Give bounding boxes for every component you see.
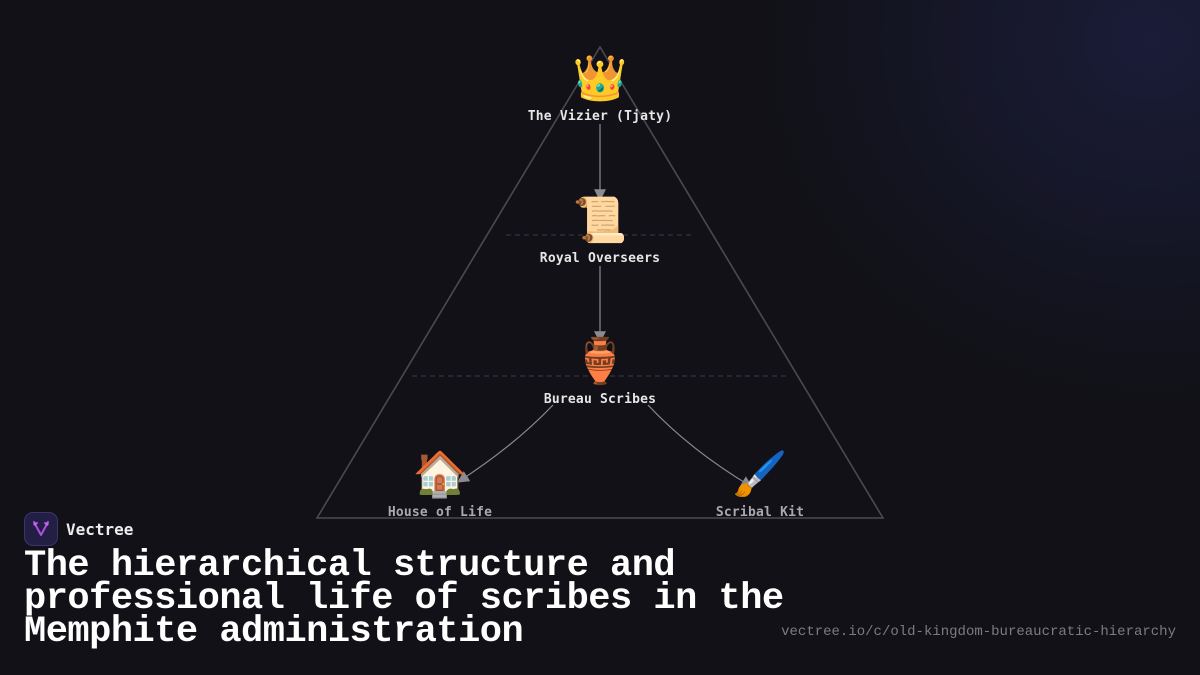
node-vizier[interactable]: 👑 The Vizier (Tjaty) — [527, 53, 673, 125]
scroll-icon: 📜 — [572, 195, 628, 246]
node-house-of-life[interactable]: 🏠 House of Life — [387, 449, 493, 521]
node-label: The Vizier (Tjaty) — [527, 109, 673, 124]
edge-scribes-house — [456, 404, 554, 483]
edge-scribes-kit — [647, 404, 754, 488]
node-label: Bureau Scribes — [543, 392, 657, 407]
brand[interactable]: Vectree — [24, 512, 133, 546]
vectree-logo-icon — [24, 512, 58, 546]
node-royal-overseers[interactable]: 📜 Royal Overseers — [539, 195, 661, 267]
source-url[interactable]: vectree.io/c/old-kingdom-bureaucratic-hi… — [781, 624, 1176, 640]
amphora-icon: 🏺 — [572, 336, 628, 387]
node-scribal-kit[interactable]: 🖌️ Scribal Kit — [715, 449, 805, 521]
paintbrush-icon: 🖌️ — [732, 449, 788, 500]
brand-name: Vectree — [66, 519, 134, 539]
node-label: Scribal Kit — [715, 505, 805, 520]
page-title: The hierarchical structure and professio… — [24, 545, 784, 653]
node-label: Royal Overseers — [539, 251, 661, 266]
house-icon: 🏠 — [412, 449, 468, 500]
node-bureau-scribes[interactable]: 🏺 Bureau Scribes — [543, 336, 657, 408]
pyramid-outline — [315, 45, 885, 519]
crown-icon: 👑 — [572, 53, 628, 104]
node-label: House of Life — [387, 505, 493, 520]
